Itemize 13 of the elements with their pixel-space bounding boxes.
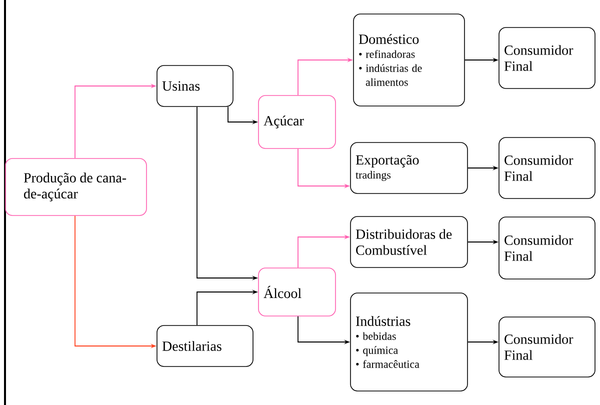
process-box: Doméstico • refinadoras • indústrias de alimentos <box>353 14 465 106</box>
process-box: Exportação tradings <box>350 142 468 194</box>
process-box: Consumidor Final <box>498 316 596 378</box>
process-box: Produção de cana-de-açúcar <box>5 158 147 216</box>
process-box: Consumidor Final <box>498 27 596 89</box>
process-box: Indústrias • bebidas • química • farmacêutica <box>350 292 468 392</box>
process-box: Consumidor Final <box>498 216 596 280</box>
process-box: Açúcar <box>258 95 336 149</box>
process-box: Usinas <box>156 65 234 107</box>
process-box: Álcool <box>258 268 336 316</box>
process-box: Distribuidoras de Combustível <box>350 216 468 268</box>
process-box: Consumidor Final <box>498 137 596 199</box>
process-box: Destilarias <box>156 325 254 367</box>
